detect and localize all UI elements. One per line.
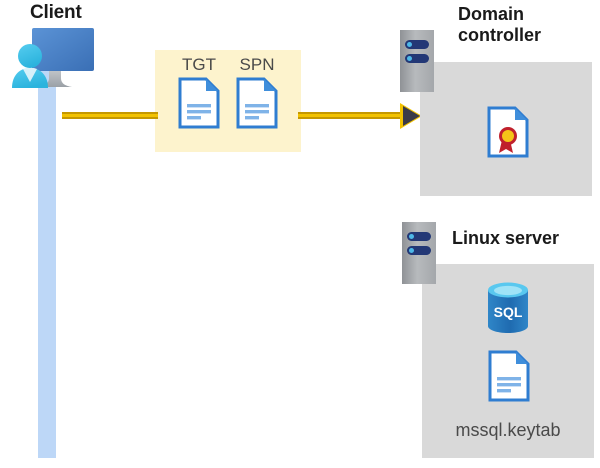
keytab-file-label: mssql.keytab	[455, 420, 561, 440]
svg-text:SQL: SQL	[494, 304, 523, 320]
message-arrow-segment-left	[62, 112, 158, 119]
client-title: Client	[30, 2, 82, 23]
payload-tgt: TGT	[171, 55, 227, 129]
keytab-document-icon	[488, 350, 530, 402]
rack-led-pill	[407, 232, 431, 241]
payload-tgt-label: TGT	[182, 55, 216, 74]
rack-led-pill	[405, 54, 429, 63]
payload-spn: SPN	[229, 55, 285, 129]
domain-controller-title: Domain controller	[458, 4, 542, 45]
sql-database-icon: SQL	[484, 281, 532, 335]
rack-led-pill	[407, 246, 431, 255]
document-icon	[178, 77, 220, 129]
document-icon	[236, 77, 278, 129]
linux-server-title: Linux server	[452, 228, 560, 248]
server-rack-icon	[400, 30, 434, 92]
linux-server-panel: SQL	[422, 264, 594, 458]
payload-spn-label: SPN	[239, 55, 275, 74]
certificate-document-icon	[487, 106, 529, 158]
arrow-head-icon	[403, 106, 420, 126]
domain-controller-panel	[420, 62, 592, 196]
message-arrow-segment-right	[298, 112, 406, 119]
message-payload-box: TGT SPN	[155, 50, 301, 152]
client-lifeline	[38, 62, 56, 458]
user-monitor-icon	[6, 26, 98, 94]
rack-led-pill	[405, 40, 429, 49]
server-rack-icon	[402, 222, 436, 284]
